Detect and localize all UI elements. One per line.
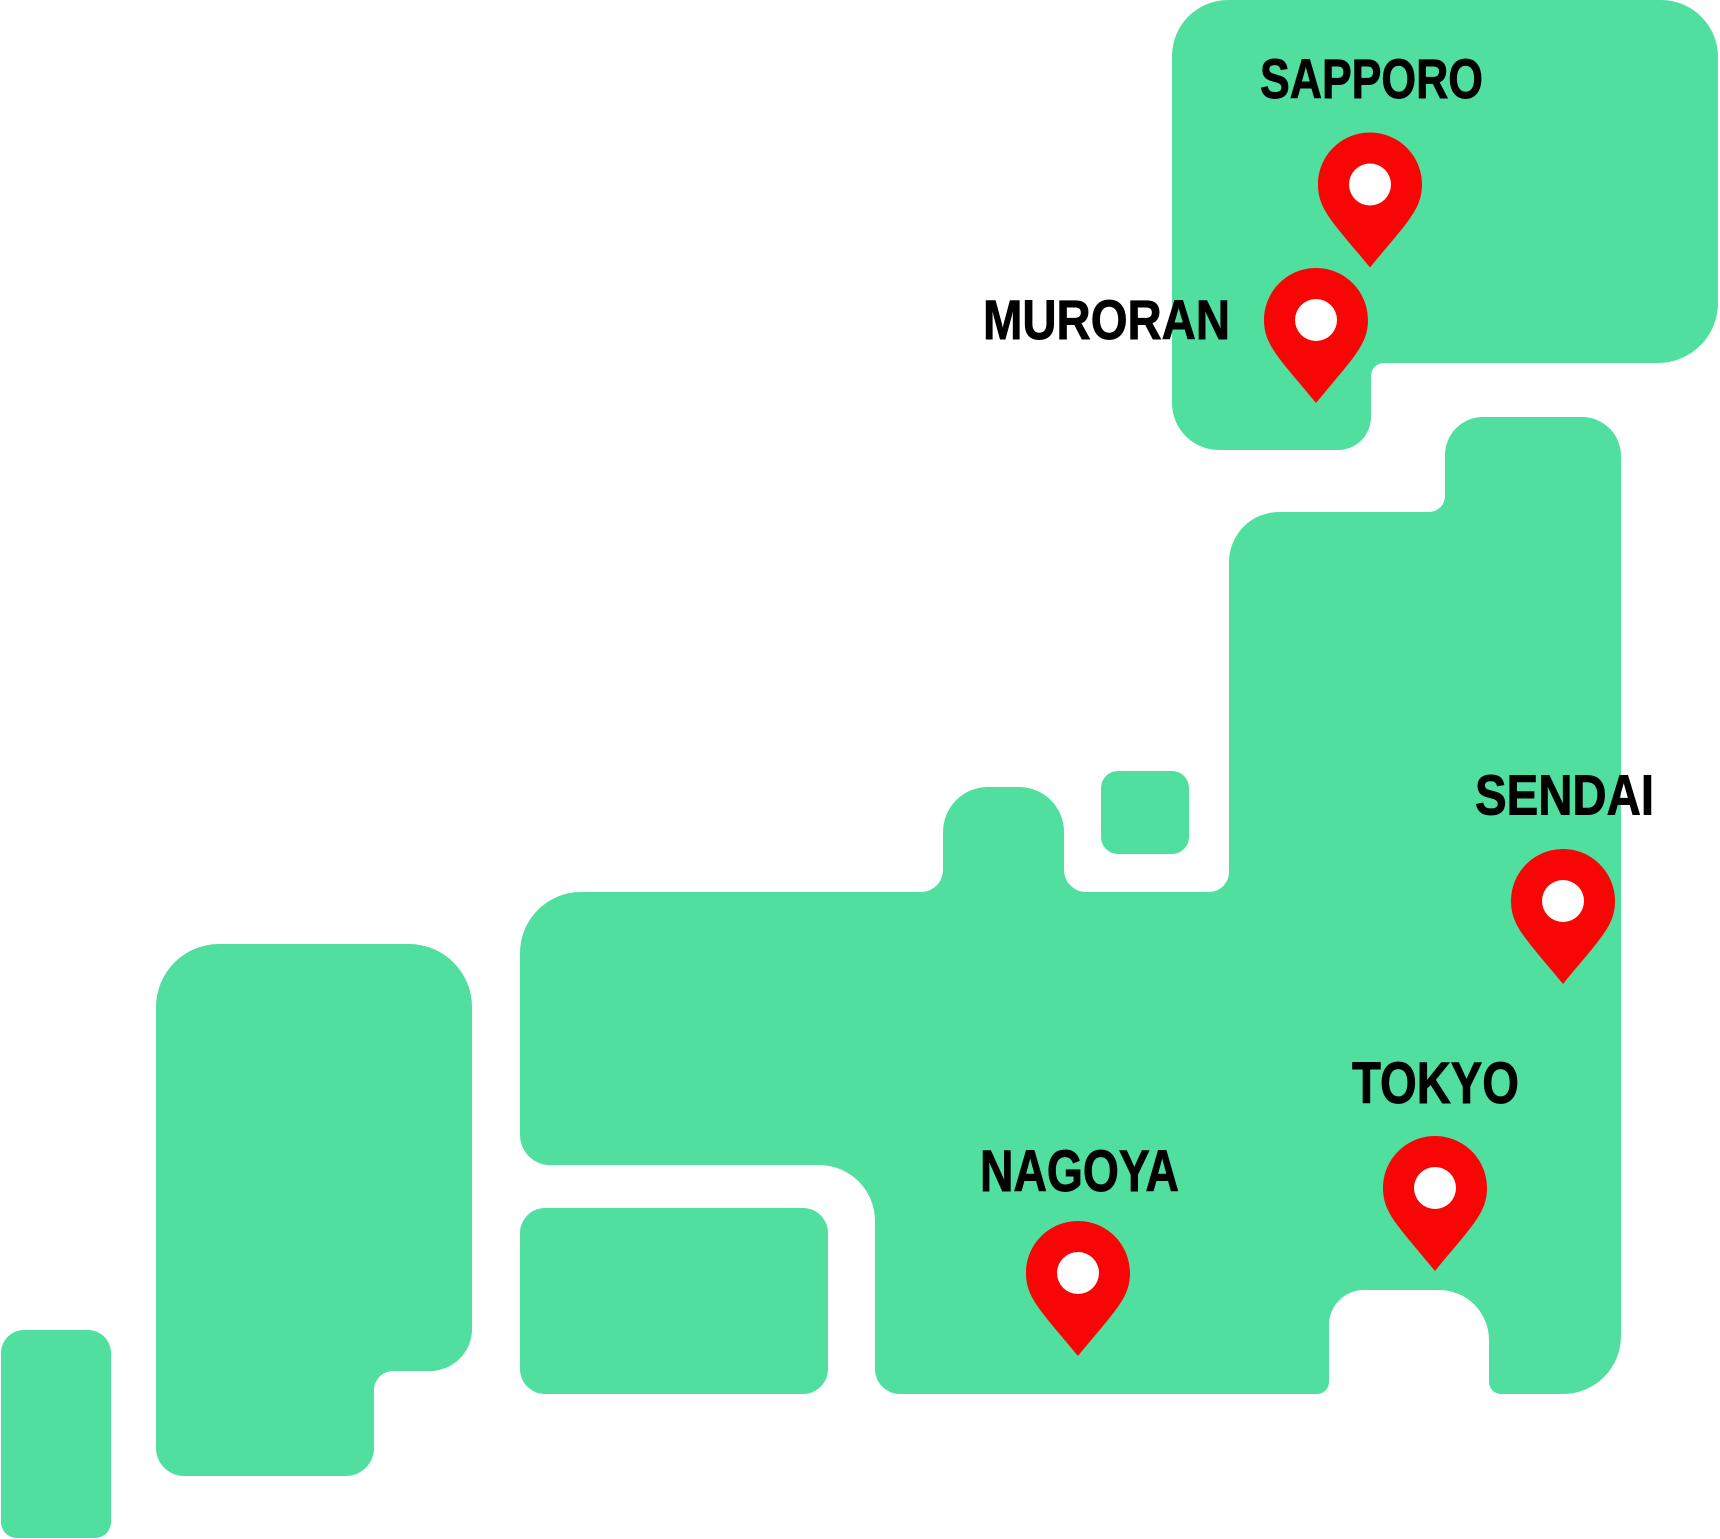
svg-text:MURORAN: MURORAN <box>983 288 1230 351</box>
svg-text:SENDAI: SENDAI <box>1475 764 1654 827</box>
svg-text:SAPPORO: SAPPORO <box>1260 47 1483 110</box>
svg-text:NAGOYA: NAGOYA <box>980 1139 1179 1204</box>
svg-text:TOKYO: TOKYO <box>1352 1051 1519 1116</box>
